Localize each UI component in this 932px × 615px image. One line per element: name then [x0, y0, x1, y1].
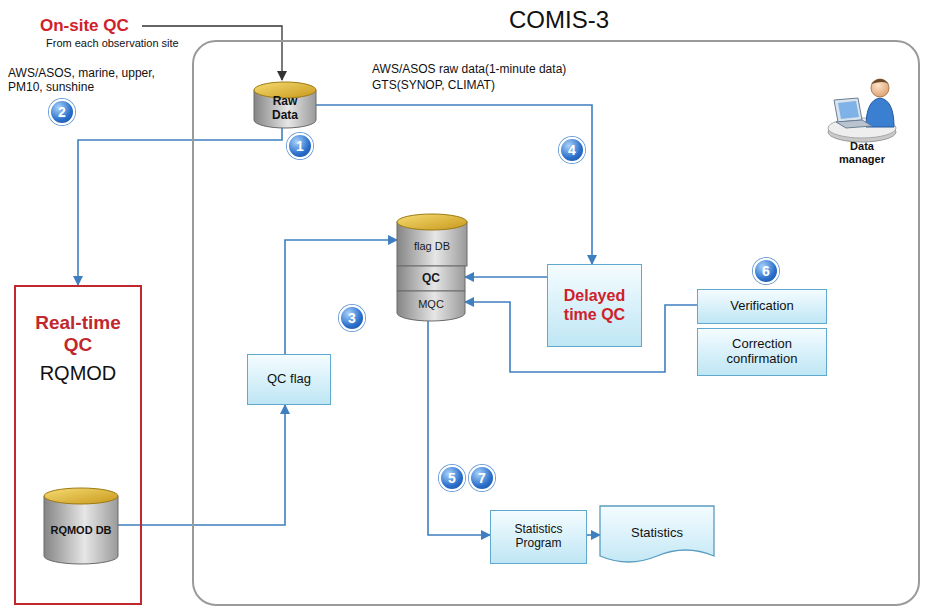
text-holder: Raw Data [254, 82, 316, 128]
mqc-band: MQC [397, 291, 465, 321]
node-title: Statistics Program [496, 523, 581, 551]
callout-number: 7 [469, 465, 495, 491]
qc-flag-box: QC flag [247, 354, 331, 405]
note-text: AWS/ASOS, marine, upper, PM10, sunshine [8, 66, 158, 95]
node-title: flag DB [414, 240, 450, 253]
node-title: Statistics [631, 526, 683, 541]
icon-label: Data manager [828, 140, 896, 166]
flow-arrow [78, 128, 282, 285]
callout-number: 5 [439, 465, 465, 491]
statistics-document: Statistics [600, 506, 714, 568]
data-manager-icon [828, 79, 896, 142]
node-title: Correction confirmation [703, 337, 821, 367]
raw-data-cylinder: Raw Data [254, 82, 316, 128]
node-title: COMIS-3 [444, 6, 674, 34]
node-text: RQMOD [40, 362, 117, 385]
stage-label: On-site QC [40, 16, 150, 36]
callout-number: 4 [559, 137, 585, 163]
rqmod-db-cylinder: RQMOD DB [44, 488, 118, 564]
node-title: Raw Data [259, 95, 311, 123]
onsite-arrow [142, 26, 282, 80]
callout-number: 2 [49, 99, 75, 125]
realtime-qc-box: Real-time QC RQMOD RQMOD DB [14, 285, 142, 605]
text-holder: Delayed time QC [548, 265, 641, 346]
flow-arrow [118, 405, 285, 525]
node-title: Verification [730, 299, 794, 314]
text-holder: RQMOD DB [44, 488, 118, 564]
node-title: MQC [418, 298, 444, 311]
flow-arrow [428, 321, 490, 535]
text-holder: Correction confirmation [698, 329, 826, 375]
note-text: GTS(SYNOP, CLIMAT) [372, 78, 602, 92]
flow-arrow [465, 276, 547, 278]
node-title: Real-time QC [21, 312, 135, 356]
text-holder: Statistics Program [491, 511, 586, 563]
node-title: QC [422, 272, 440, 286]
text-holder: QC [397, 266, 465, 291]
text-holder: flag DB [397, 214, 467, 266]
node-title: RQMOD DB [50, 524, 111, 537]
text-holder: Statistics [600, 506, 714, 568]
verification-box: Verification [697, 289, 827, 324]
callout-number: 3 [339, 305, 365, 331]
text-holder: Verification [698, 290, 826, 323]
note-text: AWS/ASOS raw data(1-minute data) [372, 62, 602, 76]
node-title: QC flag [267, 372, 311, 387]
note-text: From each observation site [46, 37, 196, 50]
system-boundary: COMIS-3Raw Dataflag DBQCMQCDelayed time … [192, 40, 920, 606]
text-holder: MQC [397, 291, 465, 321]
flow-arrow [285, 240, 397, 354]
node-title: Delayed time QC [553, 287, 636, 324]
correction-box: Correction confirmation [697, 328, 827, 376]
statistics-program-box: Statistics Program [490, 510, 587, 564]
text-holder: QC flag [248, 355, 330, 404]
flow-arrow [587, 534, 600, 536]
delayed-qc-box: Delayed time QC [547, 264, 642, 347]
flag-db-cylinder: flag DB [397, 214, 467, 266]
cyltop-outline [397, 214, 467, 266]
callout-number: 1 [287, 133, 313, 159]
qc-band: QC [397, 266, 465, 291]
callout-number: 6 [753, 258, 779, 284]
